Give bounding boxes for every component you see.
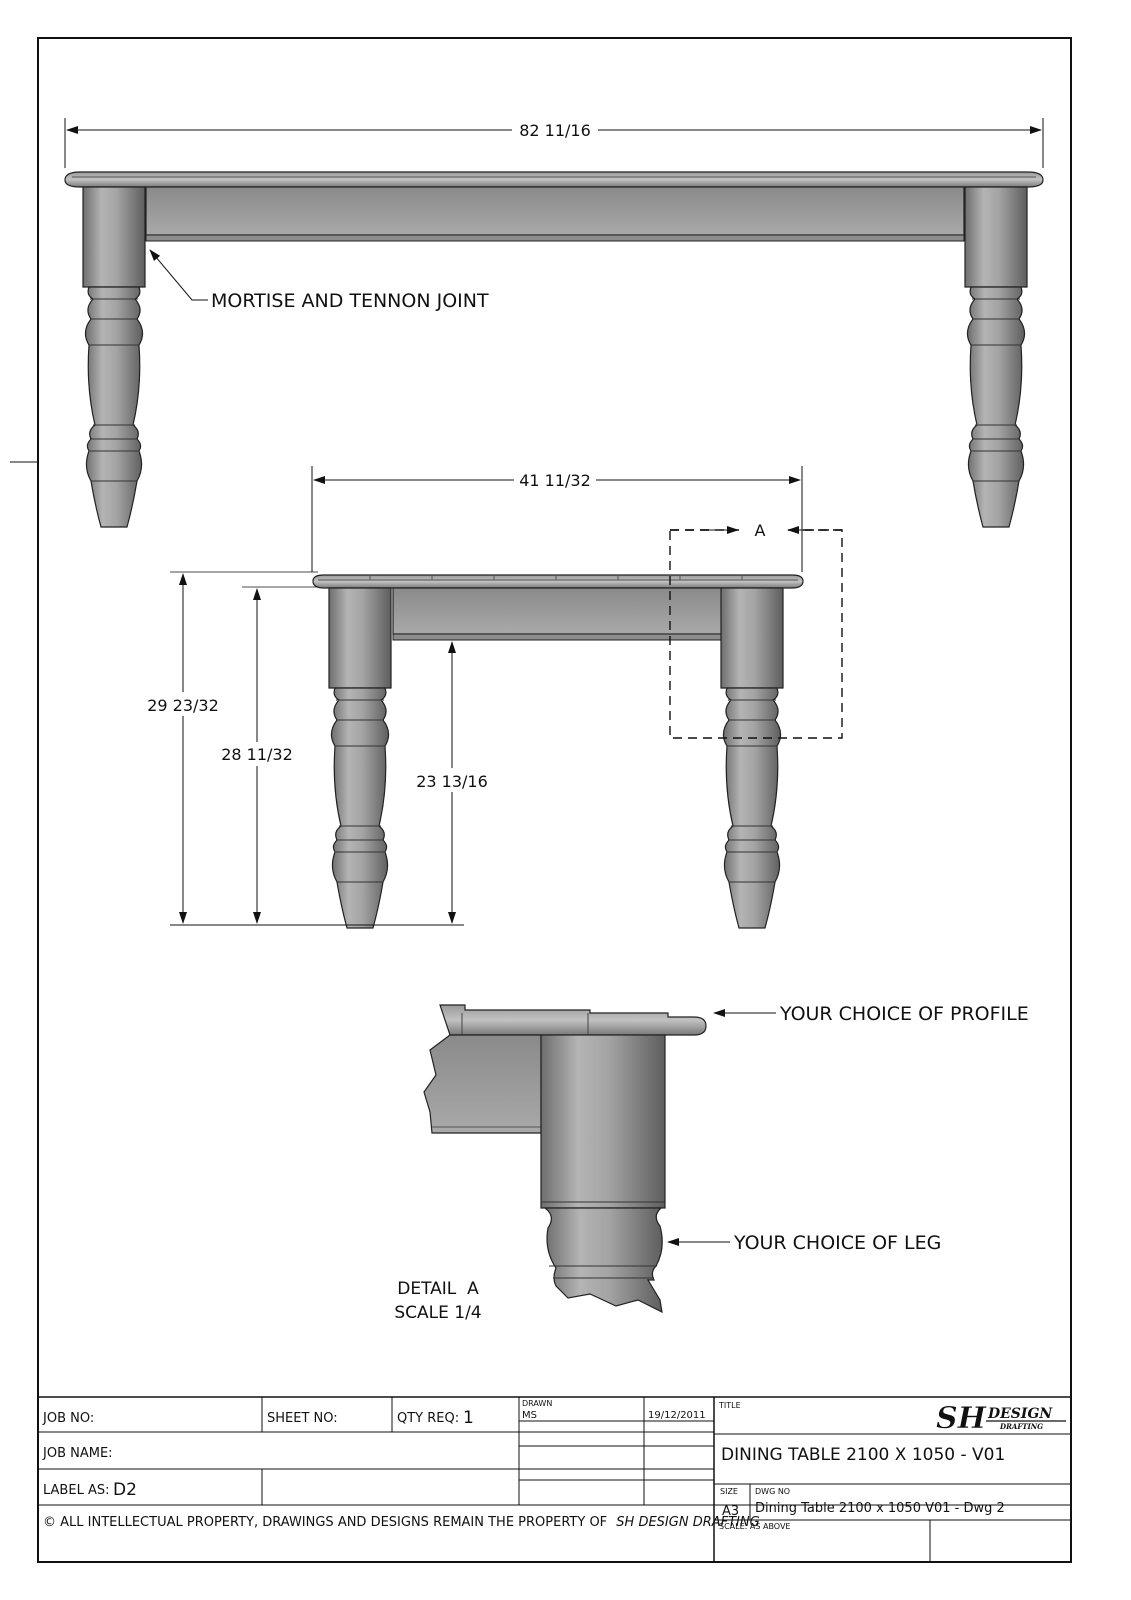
end-left-leg bbox=[328, 587, 392, 929]
copyright-text: © ALL INTELLECTUAL PROPERTY, DRAWINGS AN… bbox=[43, 1515, 607, 1530]
drawn-label: DRAWN bbox=[522, 1399, 552, 1408]
detail-a-view: YOUR CHOICE OF PROFILE YOUR CHOICE OF LE… bbox=[394, 1003, 1028, 1323]
drawing-date: 19/12/2011 bbox=[648, 1410, 706, 1421]
overall-length-label: 82 11/16 bbox=[519, 121, 591, 140]
drawing-title: DINING TABLE 2100 X 1050 - V01 bbox=[721, 1445, 1005, 1465]
title-block: JOB NO: SHEET NO: QTY REQ: 1 DRAWN MS 19… bbox=[38, 1396, 1071, 1562]
label-as-label: LABEL AS: bbox=[43, 1483, 109, 1498]
side-left-leg bbox=[82, 186, 146, 528]
size-value: A3 bbox=[722, 1504, 739, 1519]
detail-turned-leg bbox=[543, 1207, 663, 1314]
job-name-label: JOB NAME: bbox=[42, 1446, 113, 1461]
dwg-no-value: Dining Table 2100 x 1050 V01 - Dwg 2 bbox=[755, 1501, 1005, 1516]
label-as-value: D2 bbox=[113, 1480, 137, 1500]
copyright-company: SH DESIGN DRAFTING bbox=[616, 1515, 759, 1530]
logo-mark: SH bbox=[936, 1401, 988, 1436]
logo-word: DESIGN bbox=[987, 1406, 1053, 1422]
dwg-no-label: DWG NO bbox=[755, 1487, 790, 1496]
company-logo: SH DESIGN DRAFTING bbox=[932, 1399, 1068, 1436]
detail-leg-block bbox=[540, 1034, 666, 1209]
side-apron bbox=[145, 186, 965, 236]
end-right-leg bbox=[720, 587, 784, 929]
end-table-top bbox=[312, 574, 804, 589]
side-elevation-view: 82 11/16 MORTISE AND TENNON JOINT bbox=[64, 118, 1044, 528]
sheet-border bbox=[37, 37, 1072, 1563]
apron-clearance-label: 23 13/16 bbox=[416, 772, 488, 791]
end-elevation-view: 41 11/32 29 23/32 28 11/32 23 13/16 bbox=[141, 466, 843, 929]
detail-table-top bbox=[439, 1004, 707, 1036]
detail-a-marker-box bbox=[669, 529, 843, 739]
title-label: TITLE bbox=[718, 1401, 741, 1410]
underside-height-label: 28 11/32 bbox=[221, 745, 293, 764]
size-label: SIZE bbox=[720, 1487, 738, 1496]
copyright-notice: © ALL INTELLECTUAL PROPERTY, DRAWINGS AN… bbox=[43, 1515, 760, 1530]
detail-title: DETAIL A bbox=[397, 1279, 479, 1299]
drawn-value: MS bbox=[522, 1410, 537, 1421]
qty-req-label: QTY REQ: bbox=[397, 1411, 459, 1426]
end-width-label: 41 11/32 bbox=[519, 471, 591, 490]
scale-value: SCALE: AS ABOVE bbox=[719, 1522, 790, 1531]
detail-scale: SCALE 1/4 bbox=[394, 1303, 481, 1323]
job-no-label: JOB NO: bbox=[42, 1411, 94, 1426]
side-right-leg bbox=[964, 186, 1028, 528]
detail-a-marker-label: A bbox=[755, 521, 766, 540]
total-height-label: 29 23/32 bbox=[147, 696, 219, 715]
qty-req-value: 1 bbox=[463, 1408, 474, 1428]
logo-sub: DRAFTING bbox=[999, 1422, 1043, 1431]
side-table-top bbox=[64, 171, 1044, 188]
leg-callout: YOUR CHOICE OF LEG bbox=[733, 1232, 941, 1254]
detail-apron bbox=[423, 1034, 542, 1134]
sheet-no-label: SHEET NO: bbox=[267, 1411, 338, 1426]
joint-callout: MORTISE AND TENNON JOINT bbox=[211, 290, 489, 312]
joint-leader bbox=[149, 249, 208, 301]
profile-callout: YOUR CHOICE OF PROFILE bbox=[779, 1003, 1029, 1025]
end-apron bbox=[392, 587, 724, 635]
